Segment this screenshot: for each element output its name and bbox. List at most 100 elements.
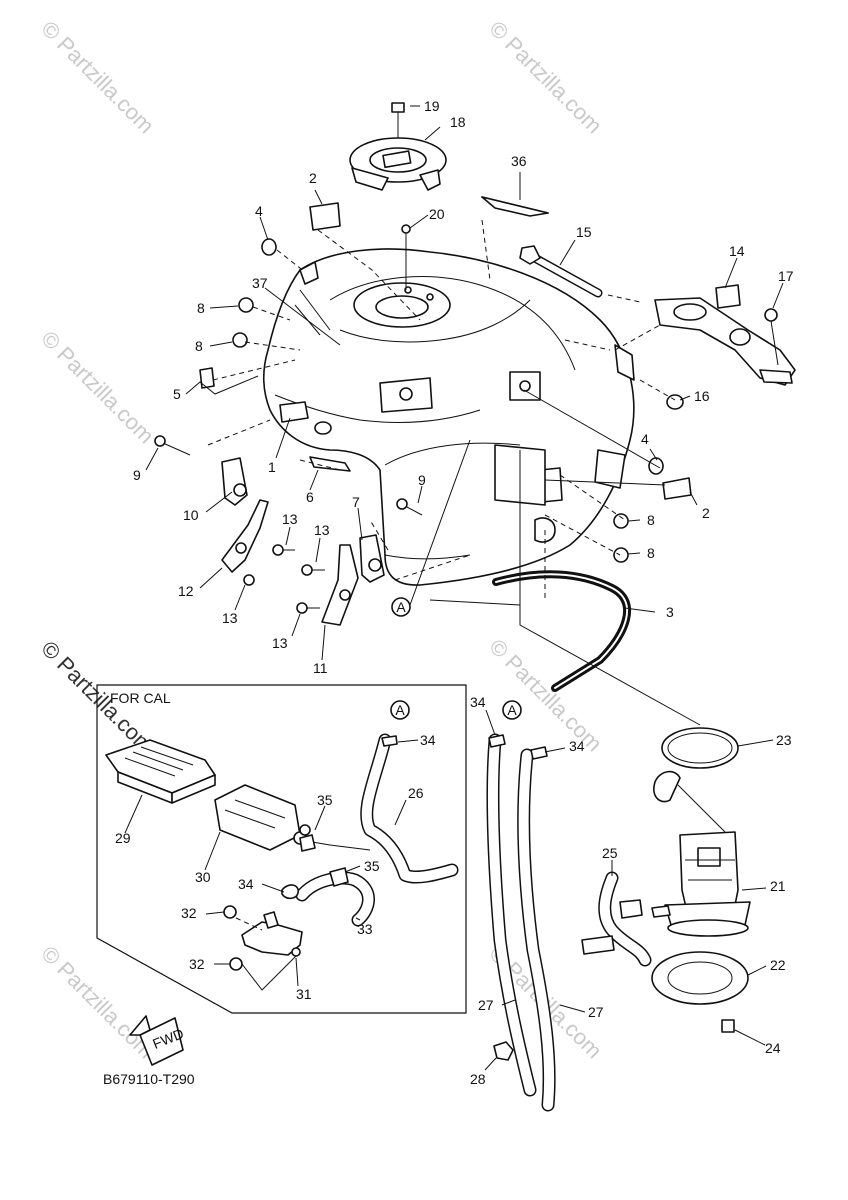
pad-2 <box>309 202 341 231</box>
fuel-cap <box>349 102 447 191</box>
callout-23: 23 <box>776 732 792 748</box>
callout-15: 15 <box>576 224 592 240</box>
callout-2: 2 <box>309 170 317 186</box>
callout-13: 13 <box>314 522 330 538</box>
callout-32: 32 <box>181 905 197 921</box>
hose-33 <box>295 871 375 927</box>
watermark: © Partzilla.com <box>484 16 607 139</box>
inset-title: FOR CAL <box>110 690 171 706</box>
bracket-10 <box>221 457 248 506</box>
callout-17: 17 <box>778 268 794 284</box>
fuel-pump-assembly <box>581 727 751 1033</box>
callout-28: 28 <box>470 1071 486 1087</box>
callout-9: 9 <box>418 472 426 488</box>
callout-37: 37 <box>252 275 268 291</box>
reference-mark-a: A <box>391 597 411 617</box>
callout-14: 14 <box>729 243 745 259</box>
purge-valve <box>214 784 301 851</box>
callout-numbers: 1 2 2 3 4 4 5 6 7 8 8 8 8 9 9 10 11 12 1… <box>115 98 794 1087</box>
dashed-guide-lines <box>207 219 676 600</box>
diagram-code: B679110-T290 <box>103 1071 195 1087</box>
pad-6 <box>309 456 351 472</box>
bracket-12 <box>221 499 269 573</box>
callout-19: 19 <box>424 98 440 114</box>
watermark: © Partzilla.com <box>36 941 159 1064</box>
callout-8: 8 <box>647 545 655 561</box>
callout-29: 29 <box>115 830 131 846</box>
bracket-7 <box>359 534 385 583</box>
callout-6: 6 <box>306 489 314 505</box>
callout-7: 7 <box>352 494 360 510</box>
callout-27: 27 <box>478 997 494 1013</box>
reference-mark-label: A <box>395 702 405 718</box>
callout-16: 16 <box>694 388 710 404</box>
callout-32: 32 <box>189 956 205 972</box>
mounting-bolt <box>519 245 603 298</box>
reference-mark-label: A <box>507 702 517 718</box>
callout-8: 8 <box>195 338 203 354</box>
grommets <box>199 202 692 563</box>
watermark: © Partzilla.com <box>36 326 159 449</box>
grommet-8 <box>613 513 629 529</box>
callout-1: 1 <box>268 459 276 475</box>
grommet-8 <box>232 332 248 348</box>
callout-27: 27 <box>588 1004 604 1020</box>
callout-2: 2 <box>702 505 710 521</box>
fuel-tank <box>262 248 635 586</box>
callout-21: 21 <box>770 878 786 894</box>
breather-hoses: A <box>486 700 556 1112</box>
callout-33: 33 <box>357 921 373 937</box>
callout-24: 24 <box>765 1040 781 1056</box>
callout-13: 13 <box>222 610 238 626</box>
callout-31: 31 <box>296 986 312 1002</box>
grommet-16 <box>666 394 684 410</box>
callout-5: 5 <box>173 386 181 402</box>
callout-18: 18 <box>450 114 466 130</box>
callout-4: 4 <box>641 431 649 447</box>
callout-34: 34 <box>238 876 254 892</box>
reference-mark-label: A <box>396 599 406 615</box>
callout-22: 22 <box>770 957 786 973</box>
callout-30: 30 <box>195 869 211 885</box>
warning-label <box>481 196 549 217</box>
callout-35: 35 <box>364 858 380 874</box>
bracket-11 <box>321 544 359 626</box>
inset-for-cal: FOR CAL <box>96 684 467 1014</box>
callout-12: 12 <box>178 583 194 599</box>
callout-11: 11 <box>313 660 328 676</box>
callout-34: 34 <box>470 694 486 710</box>
seal-strip <box>492 570 632 692</box>
bolts <box>154 224 423 516</box>
callout-10: 10 <box>183 507 199 523</box>
callout-3: 3 <box>666 604 674 620</box>
pump-gasket <box>661 727 739 769</box>
hose-26 <box>360 733 459 884</box>
callout-20: 20 <box>429 206 445 222</box>
callout-4: 4 <box>255 203 263 219</box>
screws <box>243 544 325 614</box>
hose-clip <box>493 1041 514 1061</box>
callout-8: 8 <box>197 300 205 316</box>
rear-bracket-assembly <box>654 284 796 386</box>
pump-plate <box>651 951 749 1005</box>
callout-25: 25 <box>602 845 618 861</box>
callout-9: 9 <box>133 467 141 483</box>
grommet-8 <box>613 547 629 563</box>
callout-26: 26 <box>408 785 424 801</box>
callout-35: 35 <box>317 792 333 808</box>
collar-5 <box>199 367 215 389</box>
callout-leaders <box>124 105 784 1071</box>
callout-8: 8 <box>647 512 655 528</box>
callout-34: 34 <box>420 732 436 748</box>
callout-36: 36 <box>511 153 527 169</box>
callout-34: 34 <box>569 738 585 754</box>
callout-13: 13 <box>282 511 298 527</box>
solid-guide-lines <box>409 389 701 726</box>
brackets <box>221 457 385 626</box>
pad-2 <box>662 477 692 500</box>
watermark: © Partzilla.com <box>36 16 159 139</box>
callout-13: 13 <box>272 635 288 651</box>
grommet-8 <box>238 297 254 313</box>
grommet-4 <box>261 238 277 256</box>
